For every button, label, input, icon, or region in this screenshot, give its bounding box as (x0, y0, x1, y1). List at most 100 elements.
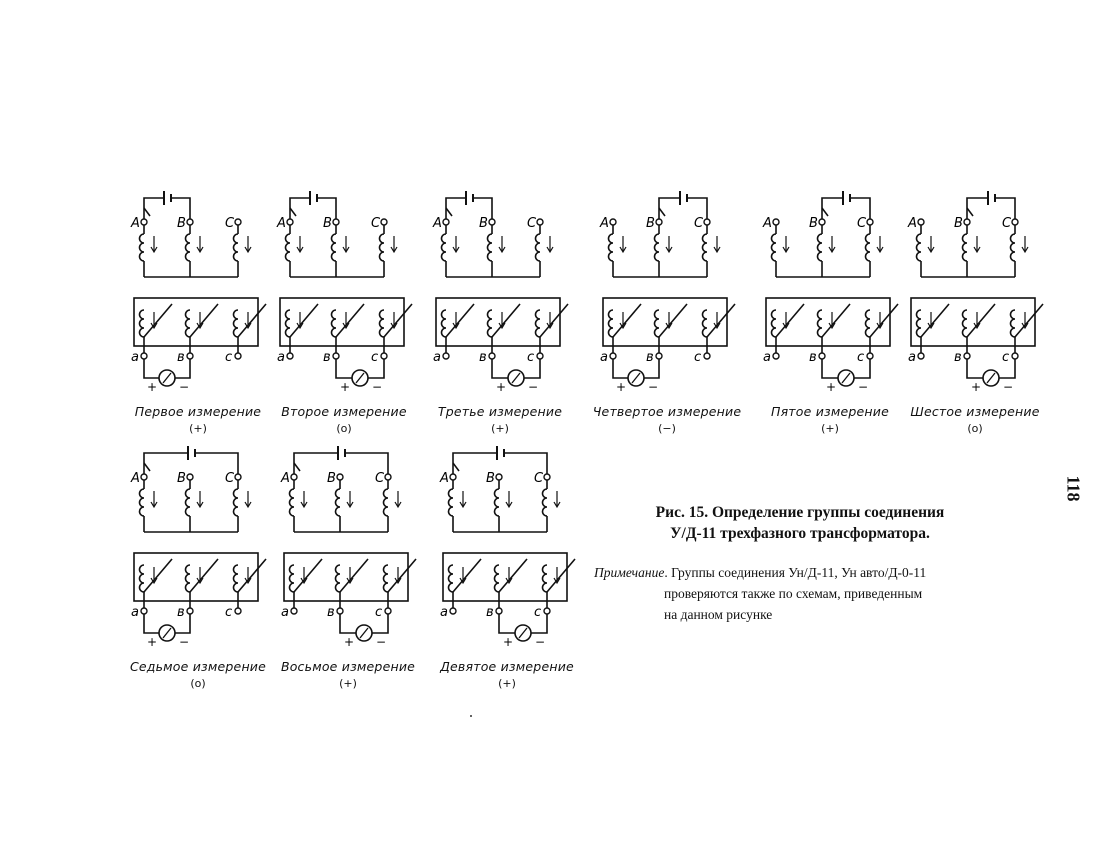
battery-lead (289, 197, 337, 219)
lv-terminal (286, 352, 294, 360)
hv-terminal-label: A (432, 216, 442, 231)
hv-winding-coil (961, 233, 968, 262)
caption-line-2: У/Д-11 трехфазного трансформатора. (670, 525, 930, 542)
delta-link (869, 303, 899, 338)
lv-terminal-label: в (954, 350, 962, 365)
hv-terminal-label: C (857, 216, 867, 231)
galvanometer-needle (841, 372, 851, 384)
current-arrow (927, 312, 935, 330)
delta-link (612, 303, 642, 338)
lv-delta-frame (133, 297, 259, 347)
battery-lead (143, 197, 191, 219)
hv-terminal-label: B (479, 216, 488, 231)
meter-plus-label: + (147, 380, 157, 394)
current-arrow (876, 236, 884, 254)
lv-winding-coil (382, 564, 389, 593)
current-arrow (546, 236, 554, 254)
switch-icon (966, 207, 974, 217)
delta-link (706, 303, 736, 338)
lv-delta-frame (910, 297, 1036, 347)
battery-icon (987, 191, 996, 205)
hv-terminal-label: C (694, 216, 704, 231)
meter-lead (612, 359, 660, 379)
lv-terminal-label: a (131, 605, 139, 620)
hv-terminal-label: C (225, 216, 235, 231)
delta-link (339, 558, 369, 593)
hv-terminal-label: C (375, 471, 385, 486)
delta-link (452, 558, 482, 593)
hv-terminal-a (449, 473, 457, 481)
lv-terminal (449, 607, 457, 615)
current-arrow (973, 236, 981, 254)
current-arrow (505, 567, 513, 585)
meter-minus-label: − (528, 380, 538, 394)
delta-link (775, 303, 805, 338)
hv-terminal-c (380, 218, 388, 226)
hv-winding-coil (378, 233, 385, 262)
switch-icon (293, 462, 301, 472)
lv-terminal (866, 352, 874, 360)
meter-lead (335, 359, 385, 379)
current-arrow (244, 312, 252, 330)
current-arrow (196, 312, 204, 330)
battery-icon (187, 446, 196, 460)
galvanometer-needle (162, 372, 172, 384)
delta-link (383, 303, 413, 338)
lv-terminal (818, 352, 826, 360)
lv-terminal (380, 352, 388, 360)
current-arrow (553, 567, 561, 585)
lv-terminal (140, 607, 148, 615)
lv-winding-coil (330, 309, 337, 338)
measurement-label: Четвертое измерение (592, 404, 742, 419)
current-arrow (927, 236, 935, 254)
lv-winding-coil (232, 309, 239, 338)
lv-terminal-label: a (131, 350, 139, 365)
current-arrow (498, 236, 506, 254)
switch-icon (143, 462, 151, 472)
meter-minus-label: − (372, 380, 382, 394)
hv-terminal-b (332, 218, 340, 226)
meter-lead (143, 614, 191, 634)
hv-terminal-label: C (371, 216, 381, 231)
lv-terminal-label: c (371, 350, 378, 365)
current-arrow (782, 236, 790, 254)
battery-lead (821, 197, 871, 219)
lv-terminal (234, 607, 242, 615)
lv-delta-frame (765, 297, 891, 347)
meter-plus-label: + (503, 635, 513, 649)
hv-terminal-label: B (809, 216, 818, 231)
current-arrow (619, 236, 627, 254)
lv-terminal (332, 352, 340, 360)
hv-terminal-label: B (486, 471, 495, 486)
hv-winding-coil (541, 488, 548, 517)
lv-terminal-label: c (527, 350, 534, 365)
measurement-sign: (о) (336, 422, 352, 435)
hv-terminal-a (140, 473, 148, 481)
delta-link (966, 303, 996, 338)
hv-terminal-label: A (280, 471, 290, 486)
lv-terminal (336, 607, 344, 615)
hv-terminal-label: C (534, 471, 544, 486)
battery-lead (452, 452, 548, 474)
current-arrow (459, 567, 467, 585)
lv-terminal-label: c (225, 350, 232, 365)
current-arrow (390, 312, 398, 330)
hv-terminal-label: A (439, 471, 449, 486)
current-arrow (713, 236, 721, 254)
lv-winding-coil (288, 564, 295, 593)
galvanometer-needle (162, 627, 172, 639)
current-arrow (782, 312, 790, 330)
lv-winding-coil (961, 309, 968, 338)
measurement-sign: (о) (967, 422, 983, 435)
battery-icon (679, 191, 688, 205)
hv-terminal-a (442, 218, 450, 226)
current-arrow (300, 491, 308, 509)
delta-link (546, 558, 576, 593)
lv-terminal (186, 352, 194, 360)
hv-terminal-c (384, 473, 392, 481)
lv-winding-coil (232, 564, 239, 593)
current-arrow (390, 236, 398, 254)
